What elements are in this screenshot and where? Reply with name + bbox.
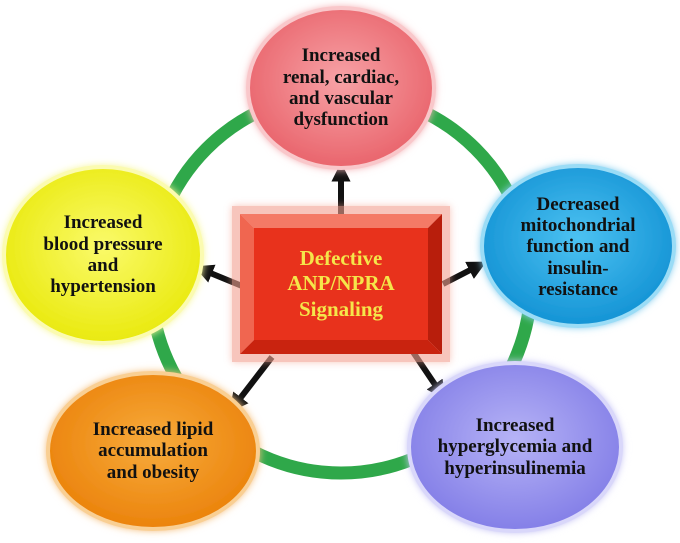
center-box bbox=[232, 206, 450, 362]
node-label-mito: Decreased mitochondrial function and ins… bbox=[520, 193, 636, 300]
node-hyper-ellipse bbox=[407, 361, 623, 533]
node-label-renal: Increased renal, cardiac, and vascular d… bbox=[282, 45, 400, 131]
node-label-bp: Increased blood pressure and hypertensio… bbox=[43, 212, 163, 298]
node-renal-ellipse bbox=[246, 6, 436, 170]
node-mito-ellipse bbox=[480, 164, 676, 328]
center-label: Defective ANP/NPRA Signaling bbox=[287, 246, 395, 321]
node-label-hyper: Increased hyperglycemia and hyperinsulin… bbox=[437, 415, 593, 479]
node-bp-ellipse bbox=[2, 165, 204, 345]
arrow-to-lipid bbox=[229, 355, 275, 413]
node-lipid-ellipse bbox=[46, 371, 260, 531]
node-label-lipid: Increased lipid accumulation and obesity bbox=[92, 419, 214, 483]
